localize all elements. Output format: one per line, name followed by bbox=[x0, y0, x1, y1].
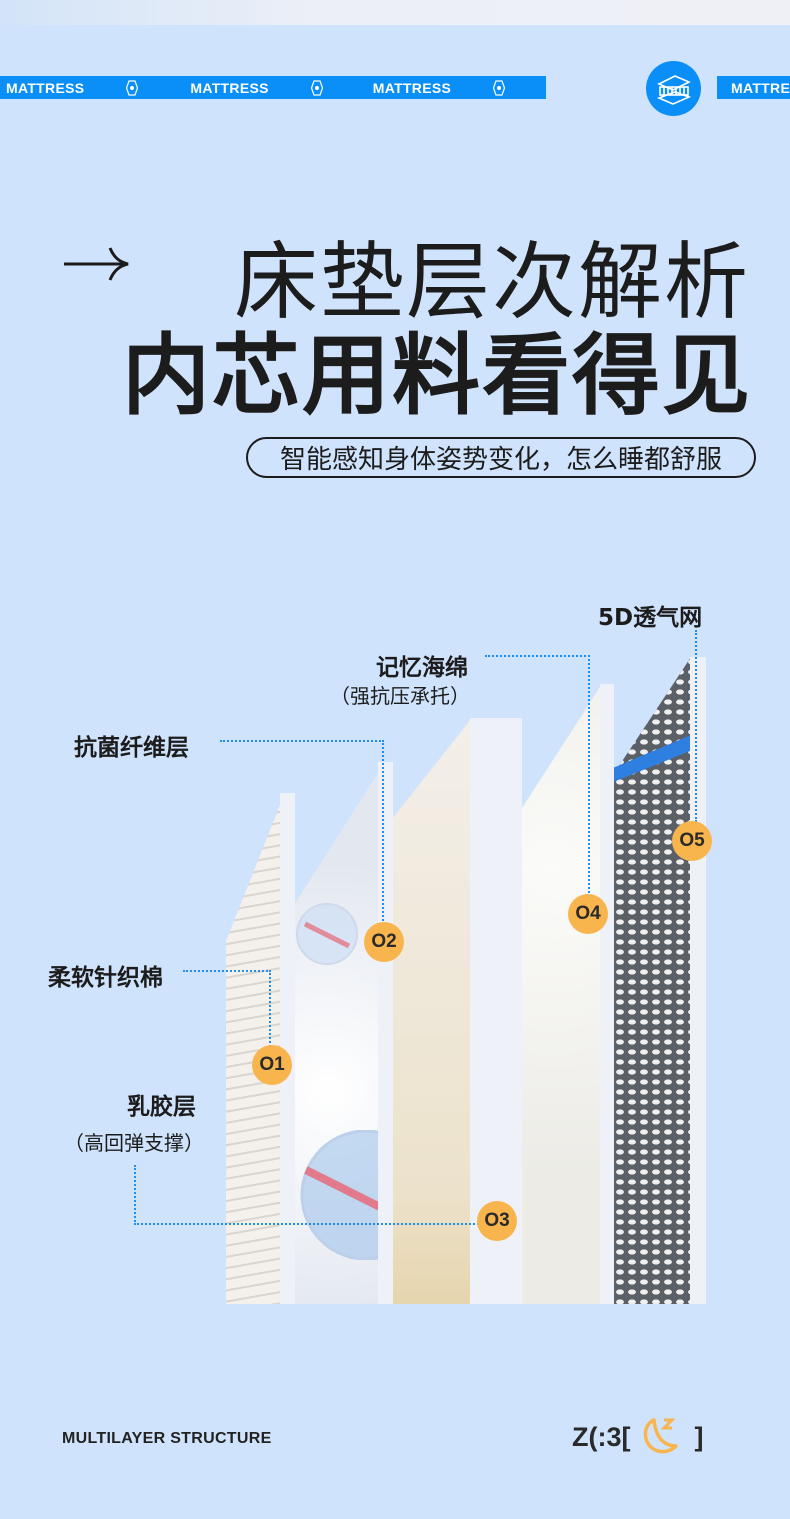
badge-02: O2 bbox=[364, 922, 404, 962]
hexagon-icon bbox=[492, 79, 506, 96]
label-memory-foam: 记忆海绵 bbox=[376, 655, 468, 681]
badge-01: O1 bbox=[252, 1045, 292, 1085]
hexagon-icon bbox=[126, 79, 139, 96]
leader-line bbox=[485, 655, 590, 897]
label-antibacterial-fiber: 抗菌纤维层 bbox=[74, 735, 189, 761]
label-knit-cotton: 柔软针织棉 bbox=[48, 965, 163, 991]
hexagon-icon bbox=[310, 79, 323, 96]
moon-sleep-icon bbox=[644, 1418, 679, 1454]
sublabel-memory-foam: （强抗压承托） bbox=[330, 684, 470, 708]
mattress-layers-icon bbox=[646, 61, 701, 116]
band-text: MATTRESS bbox=[731, 79, 790, 96]
subtitle-pill: 智能感知身体姿势变化，怎么睡都舒服 bbox=[246, 437, 756, 478]
badge-03: O3 bbox=[477, 1201, 517, 1241]
layer-edge bbox=[378, 762, 393, 1304]
badge-04: O4 bbox=[568, 894, 608, 934]
label-latex: 乳胶层 bbox=[127, 1094, 196, 1120]
band-text: MATTRESS bbox=[190, 79, 269, 96]
latex-layer bbox=[393, 718, 472, 1304]
emoticon-suffix: ] bbox=[694, 1421, 704, 1452]
layer-edge bbox=[690, 657, 706, 1304]
label-5d-mesh: 5D透气网 bbox=[598, 605, 703, 631]
virus-shield-icon bbox=[300, 1130, 386, 1260]
sleep-emoticon: Z(:3[ ] bbox=[572, 1414, 703, 1460]
top-strip bbox=[0, 0, 790, 25]
layer-edge bbox=[280, 793, 295, 1304]
leader-line bbox=[695, 630, 697, 822]
emoticon-prefix: Z(:3[ bbox=[572, 1421, 631, 1452]
layer-edge bbox=[600, 684, 614, 1304]
band-text: MATTRESS bbox=[6, 79, 85, 96]
virus-shield-icon bbox=[296, 903, 358, 965]
mattress-band: MATTRESS MATTRESS MATTRESS bbox=[0, 76, 546, 99]
title-line-1: 床垫层次解析 bbox=[233, 233, 750, 331]
sublabel-latex: （高回弹支撑） bbox=[64, 1131, 204, 1155]
footer-caption: MULTILAYER STRUCTURE bbox=[62, 1430, 272, 1447]
title-line-2: 内芯用料看得见 bbox=[121, 324, 752, 427]
band-text: MATTRESS bbox=[372, 79, 452, 96]
leader-line bbox=[134, 1165, 479, 1225]
arrow-right-icon bbox=[64, 247, 129, 281]
badge-05: O5 bbox=[672, 821, 712, 861]
leader-line bbox=[220, 740, 384, 925]
leader-line bbox=[183, 970, 271, 1047]
mattress-band-right: MATTRESS bbox=[717, 76, 790, 99]
